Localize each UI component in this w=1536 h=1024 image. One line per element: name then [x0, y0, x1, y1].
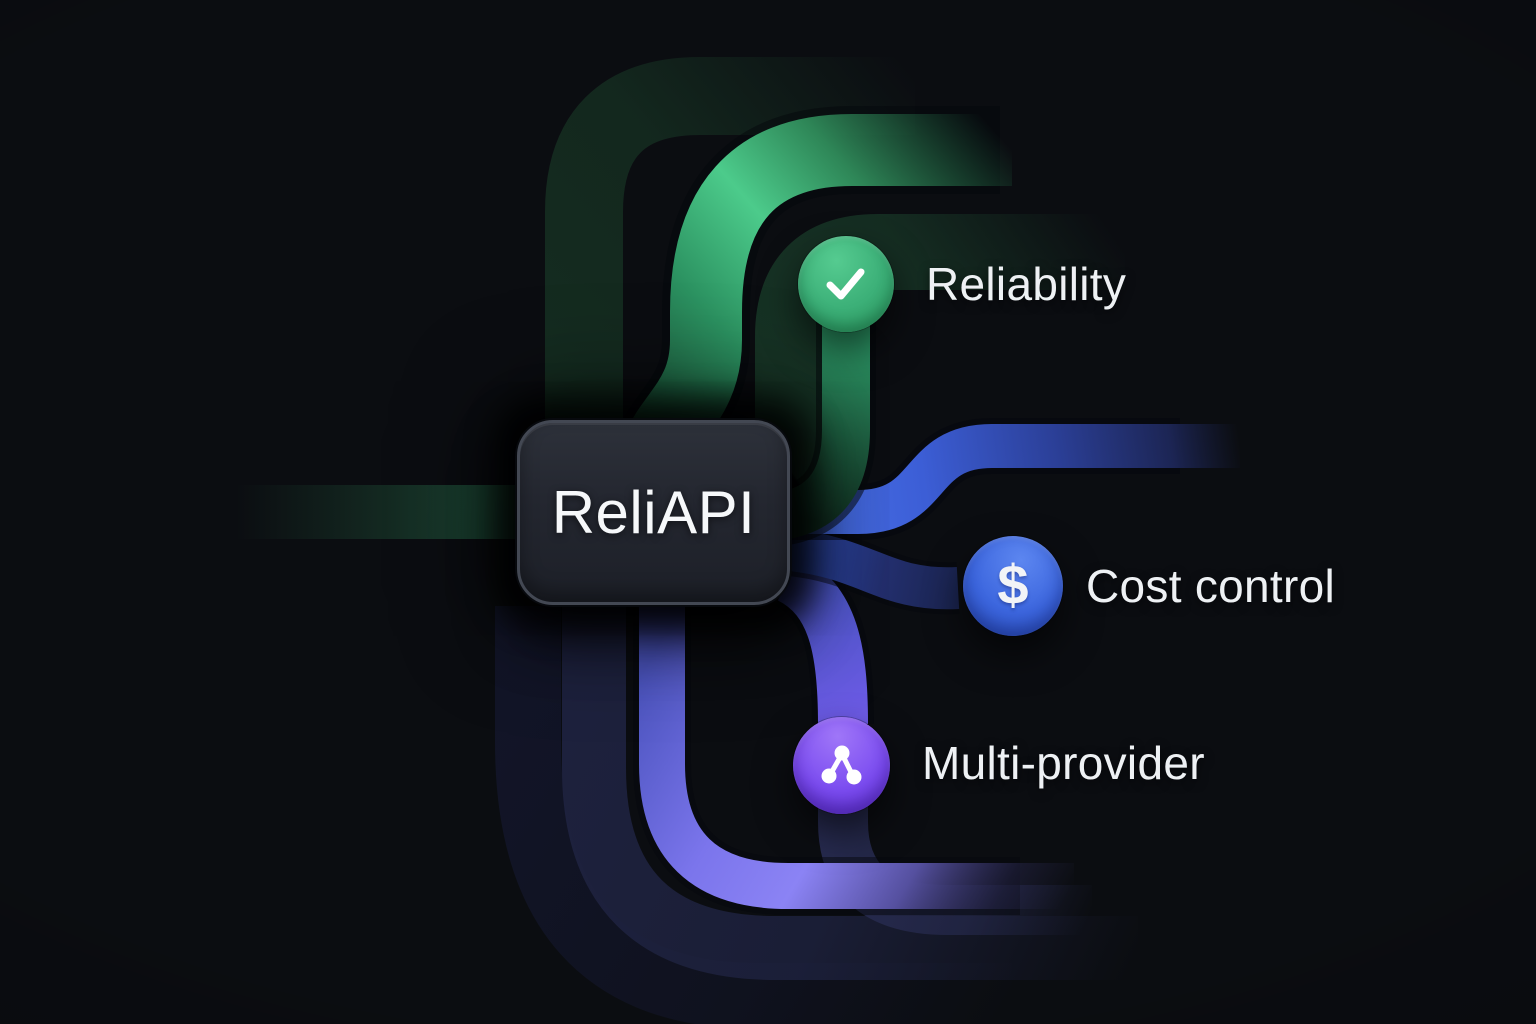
reliability-label: Reliability: [926, 257, 1127, 310]
multi-provider-node: [793, 717, 890, 814]
dollar-icon: $: [997, 553, 1029, 616]
check-icon: [815, 253, 877, 315]
pipe-green-ghost: [545, 57, 915, 480]
pipe-cost-connector: [787, 529, 960, 610]
cost-control-label: Cost control: [1086, 559, 1336, 612]
pipe-blue-upper: [790, 424, 1240, 534]
network-icon: [810, 734, 874, 798]
center-node-title: ReliAPI: [551, 479, 756, 546]
cost-control-node: $: [963, 536, 1063, 636]
center-node-card: ReliAPI: [517, 420, 790, 605]
pipe-navy-ghost: [495, 606, 1012, 1024]
reliability-node: [798, 236, 894, 332]
pipe-navy-dark: [562, 606, 1138, 980]
pipe-purple-bright: [639, 606, 1074, 909]
multi-provider-label: Multi-provider: [922, 736, 1205, 789]
